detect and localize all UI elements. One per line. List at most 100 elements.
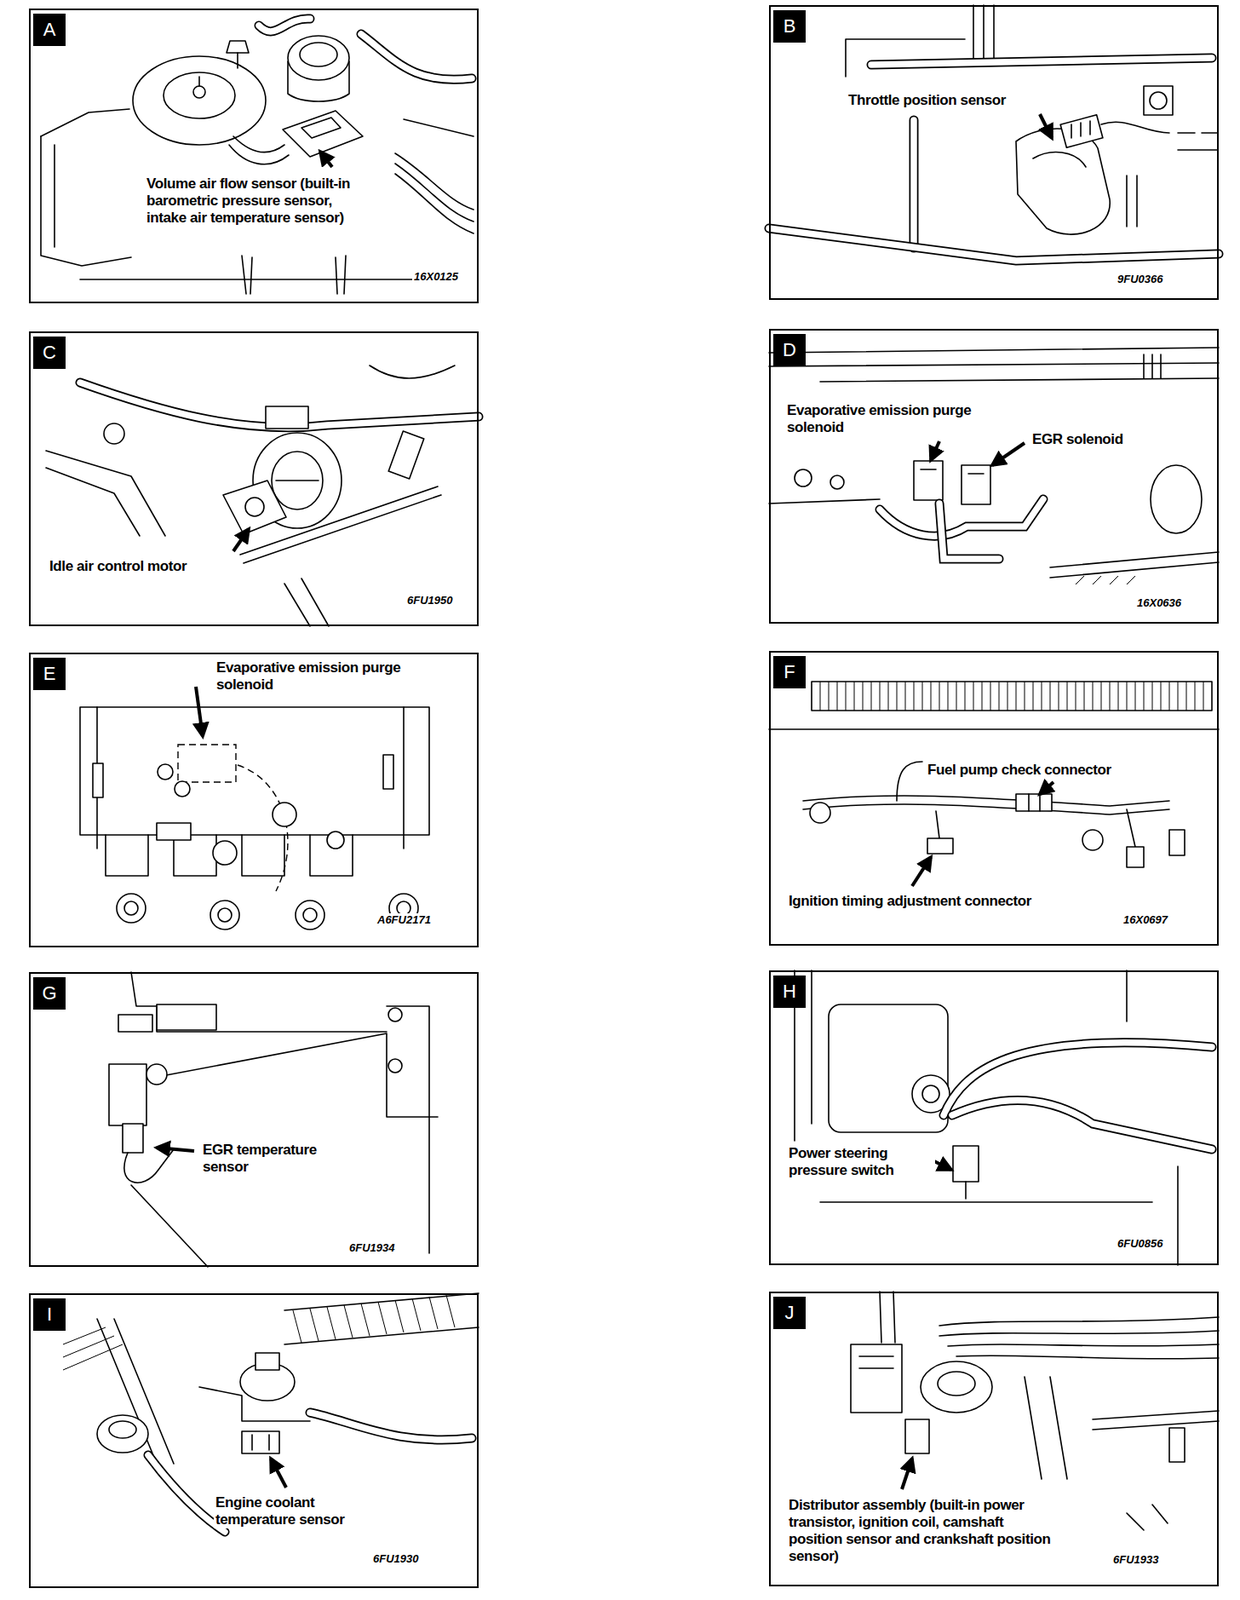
throttle-sensor-art (1126, 175, 1137, 227)
throttle-sensor-art (910, 120, 918, 248)
figure-panel: FFuel pump check connectorIgnition timin… (769, 650, 1219, 946)
air-flow-sensor-art (361, 34, 472, 80)
idle-motor-art (275, 479, 319, 482)
figure-code: 6FU0856 (1115, 1236, 1165, 1250)
air-flow-sensor-art (395, 163, 474, 222)
connectors-art (935, 810, 940, 839)
throttle-sensor-art (1149, 91, 1167, 110)
egr-sensor-art (109, 1063, 147, 1126)
manifold-art (195, 686, 203, 736)
panel-letter: J (773, 1296, 806, 1329)
distributor-art (1169, 1427, 1185, 1462)
figure-code: 9FU0366 (1115, 272, 1165, 286)
throttle-sensor-art (1101, 121, 1170, 133)
distributor-art (905, 1418, 930, 1453)
coolant-sensor-art (284, 1292, 479, 1344)
air-flow-sensor-art (193, 86, 206, 98)
panel-letter: E (33, 657, 66, 690)
manifold-art (210, 900, 240, 930)
figure-panel: HPower steering pressure switch6FU0856 (769, 970, 1219, 1265)
throttle-sensor-art (845, 39, 965, 77)
idle-motor-art (45, 365, 479, 626)
air-flow-sensor-art (163, 72, 236, 119)
air-flow-sensor-art (282, 110, 363, 157)
part-label: Evaporative emission purge solenoid (214, 659, 421, 694)
connectors-art (912, 856, 931, 886)
panel-letter: C (33, 336, 66, 369)
idle-motor-art (284, 578, 329, 626)
air-flow-sensor-art (241, 255, 346, 294)
coolant-sensor-art (270, 1458, 287, 1487)
air-flow-sensor-art (132, 56, 266, 145)
idle-motor-art (45, 467, 140, 536)
coolant-sensor-art (292, 1294, 455, 1343)
figure-panel: BThrottle position sensor9FU0366 (769, 5, 1219, 300)
connectors-art (809, 802, 831, 823)
air-flow-sensor-art (226, 40, 249, 53)
connectors-art (769, 728, 1219, 730)
idle-motor-art (45, 450, 166, 536)
figure-panel: CIdle air control motor6FU1950 (28, 331, 479, 626)
coolant-sensor-art (310, 1412, 472, 1440)
part-label: Evaporative emission purge solenoid (785, 401, 987, 437)
solenoids-art (769, 347, 1219, 382)
manifold-art (303, 907, 317, 922)
solenoids-art (769, 499, 880, 504)
connectors-art (927, 838, 953, 854)
solenoids-art (794, 469, 812, 487)
figure-panel: EEvaporative emission purge solenoidA6FU… (28, 652, 479, 948)
egr-sensor-art (146, 1063, 167, 1085)
steering-switch-art (1126, 970, 1178, 1265)
throttle-sensor-art (1033, 152, 1086, 167)
manifold-art (105, 834, 353, 876)
manifold-art (218, 907, 232, 922)
connectors-art (803, 803, 1170, 815)
distributor-art (1024, 1376, 1068, 1479)
egr-sensor-art (122, 1123, 144, 1153)
idle-motor-art (388, 430, 425, 479)
part-label: Throttle position sensor (846, 91, 1008, 110)
throttle-sensor-art (769, 228, 1219, 261)
figure-code: 6FU1950 (405, 593, 454, 607)
air-flow-sensor-art (403, 119, 474, 137)
air-flow-sensor-art (287, 35, 350, 81)
idle-motor-art (271, 451, 323, 510)
manifold-art (156, 822, 191, 840)
throttle-sensor-art (1060, 114, 1103, 148)
coolant-sensor-art (97, 1414, 149, 1453)
connectors-art (1039, 781, 1054, 794)
steering-switch-art (952, 1145, 979, 1182)
figure-panel: A Volume air flow sensor (built-in barome… (28, 8, 479, 304)
air-flow-sensor-art (395, 153, 474, 210)
connectors-art (1028, 793, 1040, 811)
figure-code: 16X0636 (1135, 596, 1183, 609)
air-flow-sensor-art (258, 18, 310, 32)
figure-code: 16X0697 (1121, 912, 1170, 926)
distributor-art (937, 1371, 976, 1395)
connectors-art (1126, 809, 1136, 847)
panel-letter: A (33, 13, 66, 46)
air-flow-sensor-art (236, 52, 239, 69)
steering-switch-art (820, 1200, 1153, 1203)
steering-switch-art (934, 1160, 952, 1170)
steering-switch-art (922, 1085, 940, 1103)
solenoids-art (879, 499, 1044, 536)
manifold-art (80, 686, 430, 930)
solenoids-art (930, 441, 940, 460)
throttle-sensor-art (1143, 86, 1173, 115)
coolant-sensor-art (63, 1292, 479, 1532)
solenoids-art (939, 503, 999, 559)
connectors-art (1169, 829, 1185, 856)
part-label: Volume air flow sensor (built-in baromet… (144, 175, 363, 227)
throttle-sensor-art (1177, 132, 1218, 150)
distributor-art (879, 1291, 896, 1343)
manifold-art (92, 763, 104, 798)
air-flow-sensor-art (53, 144, 56, 247)
manifold-art (177, 744, 236, 782)
distributor-art (1092, 1410, 1219, 1430)
idle-motor-art (243, 494, 442, 563)
coolant-sensor-art (63, 1326, 123, 1370)
distributor-art (956, 1354, 1219, 1359)
